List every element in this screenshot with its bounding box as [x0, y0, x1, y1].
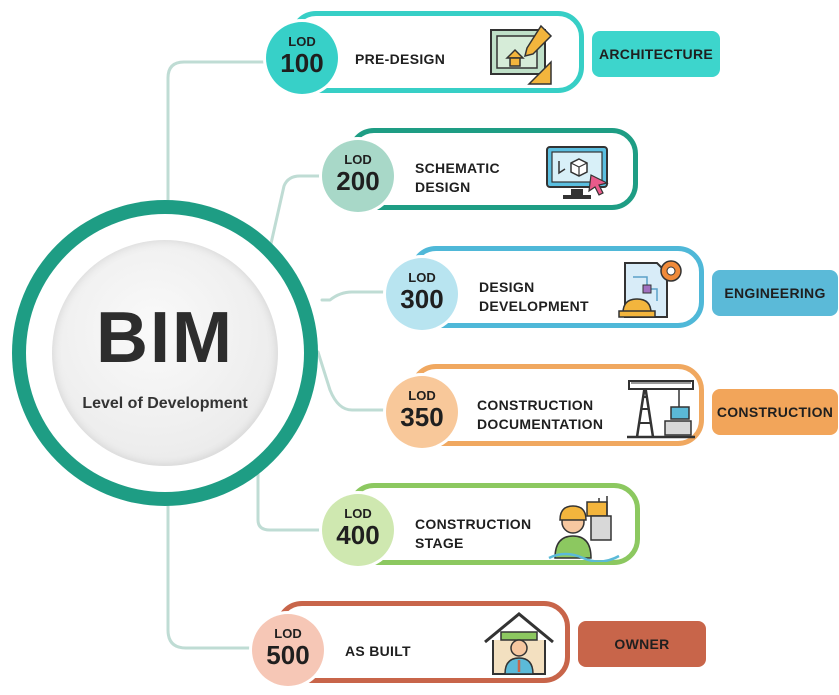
lod-number: 200	[336, 166, 380, 196]
lod-number: 350	[400, 402, 444, 432]
lod-word: LOD	[408, 270, 436, 285]
lod-word: LOD	[274, 626, 302, 641]
level-label: DESIGN DEVELOPMENT	[479, 279, 589, 314]
tag-construction: CONSTRUCTION	[712, 389, 838, 435]
level-card-350: CONSTRUCTION DOCUMENTATION	[410, 364, 704, 446]
level-label: CONSTRUCTION DOCUMENTATION	[477, 397, 604, 432]
hub-subtitle: Level of Development	[82, 395, 248, 412]
level-label: SCHEMATIC DESIGN	[415, 160, 500, 195]
lod-badge-200: LOD 200	[322, 140, 394, 212]
document-gear-icon	[618, 260, 682, 318]
lod-badge-500: LOD 500	[252, 614, 324, 686]
blueprint-icon	[490, 24, 553, 85]
lod-word: LOD	[344, 506, 372, 521]
house-owner-icon	[484, 612, 554, 675]
lod-word: LOD	[344, 152, 372, 167]
monitor-cube-icon	[546, 146, 609, 199]
lod-word: LOD	[408, 388, 436, 403]
level-label: CONSTRUCTION STAGE	[415, 516, 532, 551]
level-card-500: AS BUILT	[276, 601, 570, 683]
level-card-300: DESIGN DEVELOPMENT	[410, 246, 704, 328]
bim-hub: BIM Level of Development	[12, 200, 318, 506]
level-card-200: SCHEMATIC DESIGN	[348, 128, 638, 210]
lod-number: 500	[266, 640, 310, 670]
hub-title: BIM	[96, 298, 234, 378]
lod-number: 400	[336, 520, 380, 550]
worker-site-icon	[548, 496, 620, 562]
level-label: AS BUILT	[345, 643, 411, 659]
level-card-400: CONSTRUCTION STAGE	[348, 483, 640, 565]
lod-badge-350: LOD 350	[386, 376, 458, 448]
lod-number: 300	[400, 284, 444, 314]
lod-number: 100	[280, 48, 324, 78]
tag-architecture: ARCHITECTURE	[592, 31, 720, 77]
lod-badge-400: LOD 400	[322, 494, 394, 566]
hub-face: BIM Level of Development	[52, 240, 278, 466]
lod-badge-100: LOD 100	[266, 22, 338, 94]
lod-badge-300: LOD 300	[386, 258, 458, 330]
tag-engineering: ENGINEERING	[712, 270, 838, 316]
tag-owner: OWNER	[578, 621, 706, 667]
level-label: PRE-DESIGN	[355, 51, 446, 67]
lod-word: LOD	[288, 34, 316, 49]
hub-ring: BIM Level of Development	[26, 214, 304, 492]
crane-icon	[627, 380, 695, 439]
